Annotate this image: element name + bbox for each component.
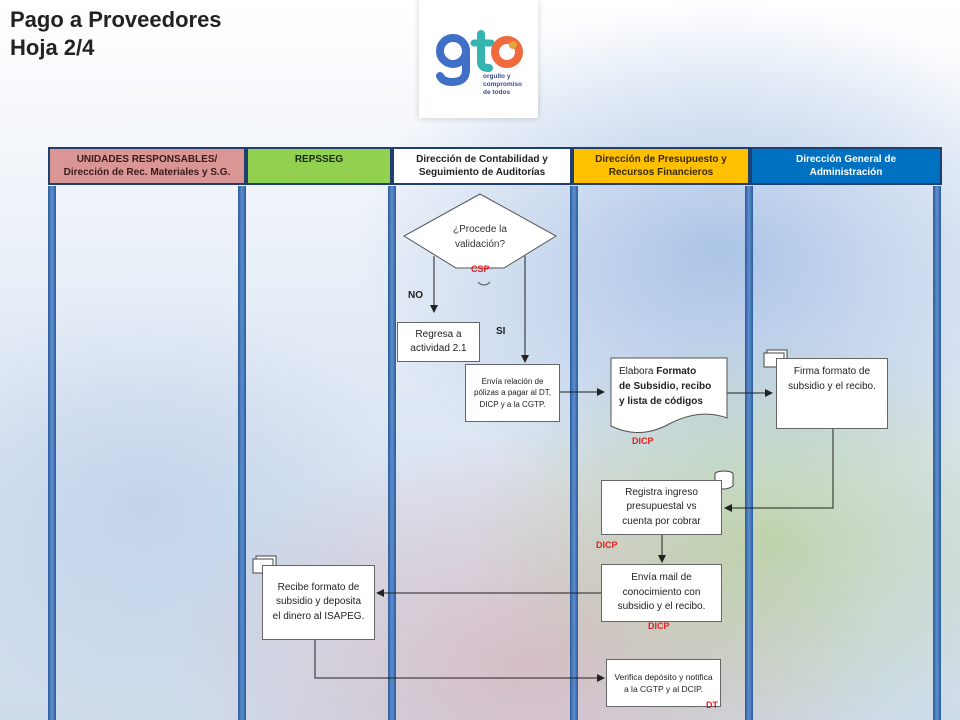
lane-header-line: Dirección de Presupuesto y [595, 154, 727, 165]
yes-label: SI [496, 326, 506, 337]
owner-tag: DICP [596, 540, 618, 550]
step-elabora-bold: Formato [656, 366, 697, 377]
lane-header-contabilidad: Dirección de Contabilidad y Seguimiento d… [392, 147, 572, 185]
step-registra: Registra ingreso presupuestal vs cuenta … [601, 480, 722, 535]
lane-header-line: Recursos Financieros [608, 167, 714, 178]
lane-divider [933, 186, 941, 720]
lane-header-unidades: UNIDADES RESPONSABLES/Dirección de Rec. … [48, 147, 246, 185]
decision-question: ¿Procede la validación? [422, 222, 538, 252]
page-title: Pago a Proveedores Hoja 2/4 [10, 6, 222, 62]
lane-header-repsseg: REPSSEG [246, 147, 392, 185]
lane-divider [238, 186, 246, 720]
logo-tagline-3: de todos [483, 89, 510, 96]
gto-logo: orgullo y compromiso de todos [419, 0, 538, 118]
step-recibe: Recibe formato de subsidio y deposita el… [262, 565, 375, 640]
lane-header-direccion-general: Dirección General de Administración [750, 147, 942, 185]
title-line-1: Pago a Proveedores [10, 7, 222, 32]
lane-header-line: Dirección de Contabilidad y [416, 154, 548, 165]
step-elabora-bold: de Subsidio, recibo [619, 381, 712, 392]
decision-text: ¿Procede la [453, 224, 507, 235]
lane-header-line: Administración [809, 167, 883, 178]
logo-tagline-2: compromiso [483, 81, 522, 88]
gto-logo-graphic: orgullo y compromiso de todos [436, 30, 523, 96]
document-shape [610, 357, 728, 433]
owner-tag: DICP [648, 621, 670, 631]
step-verifica: Verifica depósito y notifica a la CGTP y… [606, 659, 721, 707]
owner-tag: DT [706, 700, 718, 710]
lane-header-line: UNIDADES RESPONSABLES/ [76, 154, 218, 165]
no-label: NO [408, 290, 423, 301]
logo-tagline-1: orgullo y [483, 73, 511, 80]
step-firma: Firma formato de subsidio y el recibo. [776, 358, 888, 429]
lane-divider [745, 186, 753, 720]
step-elabora-bold: y lista de códigos [619, 396, 703, 407]
lane-header-line: Seguimiento de Auditorías [418, 167, 546, 178]
step-envia-relacion: Envía relación de pólizas a pagar al DT,… [465, 364, 560, 422]
owner-tag: DICP [632, 436, 654, 446]
lane-header-line: REPSSEG [294, 154, 344, 165]
decision-tag: CSP [471, 264, 490, 274]
decision-text: validación? [454, 239, 506, 250]
title-line-2: Hoja 2/4 [10, 35, 95, 60]
lane-header-presupuesto: Dirección de Presupuesto y Recursos Finan… [572, 147, 750, 185]
lane-divider [388, 186, 396, 720]
lane-divider [570, 186, 578, 720]
step-envia-mail: Envía mail de conocimiento con subsidio … [601, 564, 722, 622]
decision-diamond [403, 193, 557, 269]
step-elabora: Elabora Formato de Subsidio, recibo y li… [619, 364, 723, 409]
lane-divider [48, 186, 56, 720]
step-elabora-text: Elabora [619, 366, 657, 377]
lane-header-line: Dirección General de [795, 154, 897, 165]
lane-header-line: Dirección de Rec. Materiales y S.G. [63, 167, 231, 178]
step-regresa: Regresa a actividad 2.1 [397, 322, 480, 362]
